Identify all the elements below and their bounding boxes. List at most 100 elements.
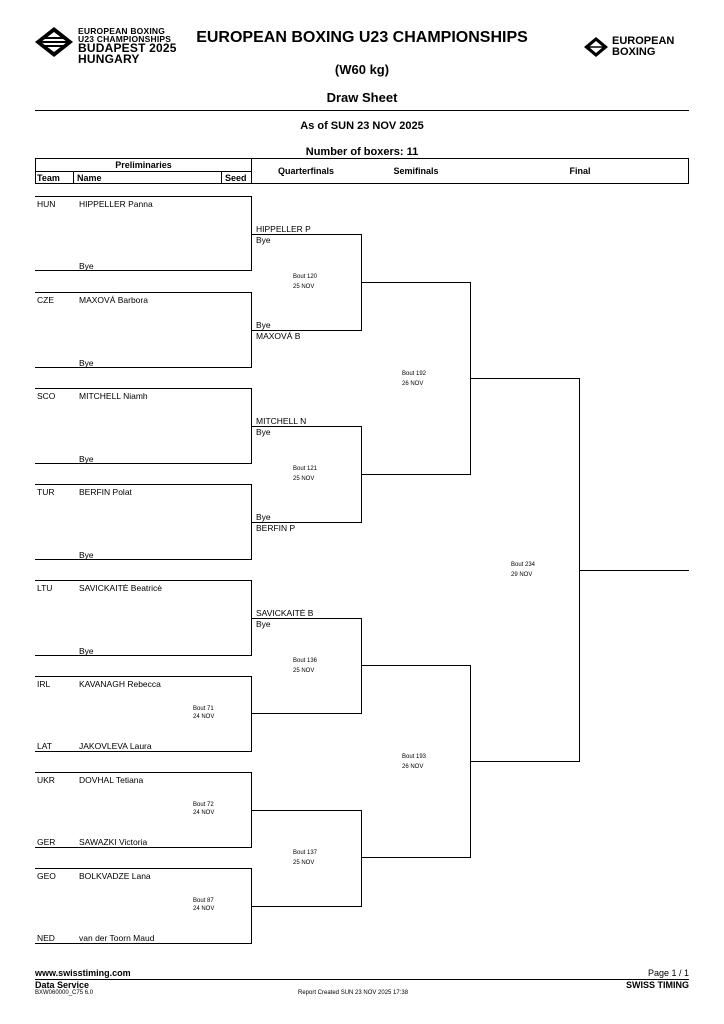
qf-name: MITCHELL N: [256, 416, 307, 426]
bracket-line: [470, 378, 580, 379]
event-logo-text: EUROPEAN BOXING U23 CHAMPIONSHIPS BUDAPE…: [78, 27, 177, 65]
entrant-team: HUN: [37, 199, 56, 209]
bout-number: Bout 192: [402, 371, 427, 377]
semifinals-label: Semifinals: [393, 166, 439, 176]
preliminaries-label: Preliminaries: [115, 160, 172, 170]
european-boxing-logo-text: EUROPEAN BOXING: [612, 36, 674, 58]
event-logo-line-2: U23 CHAMPIONSHIPS: [78, 34, 172, 44]
bracket-line: [35, 676, 252, 677]
event-logo-icon: [35, 27, 73, 57]
bracket-line: [35, 196, 252, 197]
event-logo-line-3: BUDAPEST 2025: [78, 41, 177, 55]
qf-name: Bye: [256, 619, 271, 629]
footer-divider: [35, 979, 689, 980]
entrant-name: Bye: [79, 358, 94, 368]
footer-data-service: Data Service: [35, 980, 90, 990]
bracket-line: [251, 330, 362, 331]
bracket-line: [251, 196, 252, 271]
qf-name: MAXOVÁ B: [256, 331, 301, 341]
entrant-team: CZE: [37, 295, 54, 305]
bracket-line: [251, 426, 362, 427]
bracket-line: [35, 292, 252, 293]
qf-name: HIPPELLER P: [256, 224, 311, 234]
bout-number: Bout 136: [293, 658, 318, 664]
footer-page: Page 1 / 1: [647, 968, 689, 978]
qf-name: BERFIN P: [256, 523, 296, 533]
entrant-name: SAWAZKI Victoria: [79, 837, 148, 847]
qf-name: Bye: [256, 235, 271, 245]
bout-date: 25 NOV: [293, 668, 315, 674]
bout-date: 26 NOV: [402, 764, 424, 770]
team-column-label: Team: [37, 173, 60, 183]
entrant-team: SCO: [37, 391, 56, 401]
qf-name: Bye: [256, 320, 271, 330]
bracket-line: [251, 906, 362, 907]
quarterfinals-label: Quarterfinals: [277, 166, 335, 176]
bracket-line: [251, 810, 362, 811]
bracket-line: [35, 868, 252, 869]
header-subdivider: [35, 171, 252, 172]
entrant-team: IRL: [37, 679, 51, 689]
bracket-line: [35, 484, 252, 485]
european-boxing-logo-icon: [584, 37, 608, 57]
bracket-line: [251, 676, 252, 752]
bout-date: 25 NOV: [293, 284, 315, 290]
bout-date: 24 NOV: [193, 906, 215, 912]
entrant-team: TUR: [37, 487, 55, 497]
bracket-line: [35, 943, 252, 944]
bout-date: 24 NOV: [193, 714, 215, 720]
entrant-name: Bye: [79, 454, 94, 464]
header-divider: [35, 110, 689, 111]
footer-code: BXW060000_C75 6.0: [35, 990, 94, 996]
bout-number: Bout 137: [293, 850, 318, 856]
name-column-label: Name: [77, 173, 102, 183]
entrant-name: HIPPELLER Panna: [79, 199, 153, 209]
bout-number: Bout 193: [402, 754, 427, 760]
bracket-line: [251, 234, 362, 235]
bracket-line: [35, 463, 252, 464]
right-logo-line-1: EUROPEAN: [612, 35, 675, 47]
team-column-divider: [73, 171, 74, 184]
entrant-team: UKR: [37, 775, 55, 785]
bout-number: Bout 120: [293, 274, 318, 280]
entrant-name: DOVHAL Tetiana: [79, 775, 144, 785]
bout-number: Bout 121: [293, 466, 318, 472]
seed-column-divider: [221, 171, 222, 184]
qf-name: Bye: [256, 512, 271, 522]
entrant-name: Bye: [79, 550, 94, 560]
bracket-line: [470, 761, 580, 762]
bracket-line: [35, 270, 252, 271]
bracket-line: [361, 665, 471, 666]
right-logo-line-2: BOXING: [612, 46, 656, 58]
bracket-line: [361, 282, 471, 283]
entrant-name: van der Toorn Maud: [79, 933, 155, 943]
bracket-line: [35, 388, 252, 389]
entrant-name: BERFIN Polat: [79, 487, 132, 497]
bracket-line: [35, 751, 252, 752]
bracket-line: [35, 655, 252, 656]
page-title: EUROPEAN BOXING U23 CHAMPIONSHIPS: [196, 29, 528, 46]
event-logo-line-1: EUROPEAN BOXING: [78, 26, 166, 36]
qf-name: Bye: [256, 427, 271, 437]
entrant-name: JAKOVLEVA Laura: [79, 741, 152, 751]
bout-date: 29 NOV: [511, 572, 533, 578]
sheet-title: Draw Sheet: [326, 90, 398, 105]
entrant-name: MAXOVÁ Barbora: [79, 295, 148, 305]
event-logo-line-4: HUNGARY: [78, 52, 140, 66]
bout-number: Bout 234: [511, 562, 536, 568]
entrant-team: GEO: [37, 871, 56, 881]
entrant-team: GER: [37, 837, 56, 847]
bout-date: 26 NOV: [402, 381, 424, 387]
footer-website: www.swisstiming.com: [35, 968, 131, 978]
footer-brand: SWISS TIMING: [626, 980, 689, 990]
entrant-name: Bye: [79, 261, 94, 271]
entrant-name: KAVANAGH Rebecca: [79, 679, 161, 689]
bracket-line: [361, 857, 471, 858]
bracket-line: [361, 810, 362, 907]
bracket-line: [35, 559, 252, 560]
entrant-team: NED: [37, 933, 55, 943]
entrant-name: MITCHELL Niamh: [79, 391, 148, 401]
entrant-team: LTU: [37, 583, 53, 593]
bracket-line: [361, 618, 362, 714]
rounds-header: [251, 158, 689, 184]
